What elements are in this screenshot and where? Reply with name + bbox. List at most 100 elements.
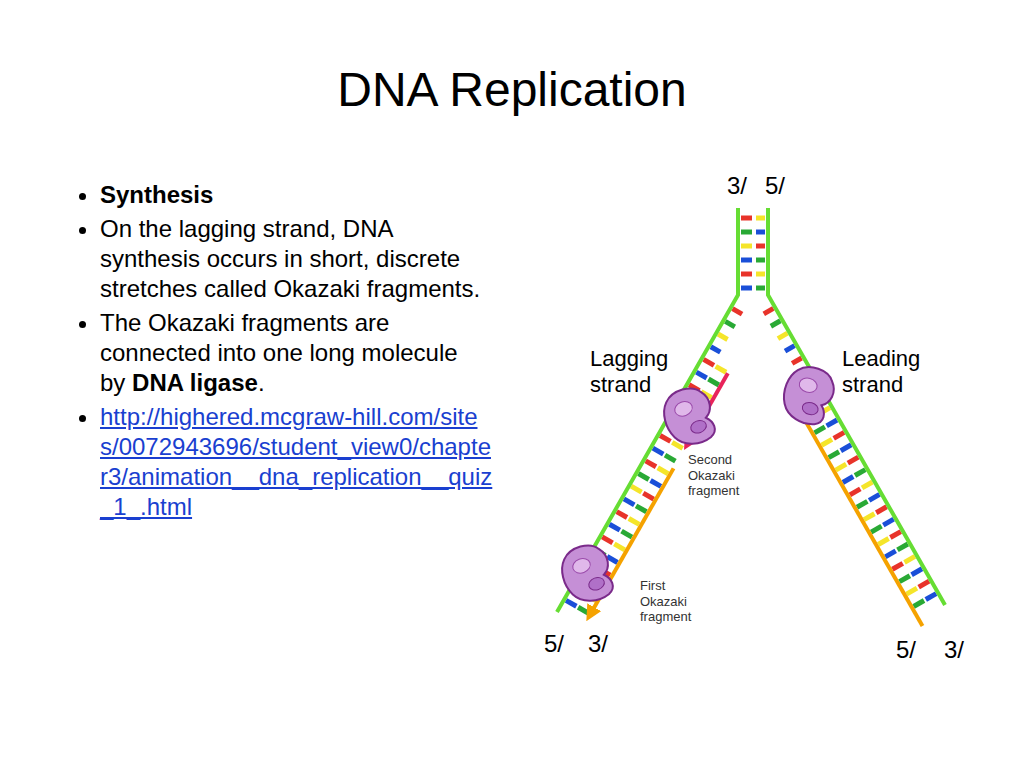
base [756,244,765,249]
label-box: 5/ [544,630,584,659]
base [672,442,682,448]
base [907,588,917,594]
label-box: Lagging strand [590,346,682,399]
base [914,601,924,607]
base [741,258,752,263]
base [843,477,853,483]
base [636,506,646,512]
base [651,480,661,486]
base [756,230,765,235]
base [609,524,619,530]
label-box: 3/ [944,636,984,665]
base [792,358,802,363]
base [919,581,929,587]
strand-end: 5/ [896,636,916,663]
polymerases [555,362,839,609]
base [741,244,752,249]
base [912,569,922,575]
base [869,494,879,500]
link-text: http://highered.mcgraw-hill.com/sites/00… [100,403,492,520]
base [629,518,639,524]
base [566,600,576,606]
base [836,464,846,470]
base [617,512,627,518]
bullet-item: http://highered.mcgraw-hill.com/sites/00… [100,402,494,522]
base [653,448,663,454]
base [834,432,844,438]
slide-title: DNA Replication [0,62,1024,117]
base [716,366,726,372]
strand-label: Lagging strand [590,346,668,397]
template-strand [768,208,945,605]
base [885,551,895,557]
base [711,347,721,352]
base [665,455,675,461]
bullet-text: Synthesis [100,181,213,208]
base [660,435,670,441]
base [718,334,728,339]
base [814,427,824,433]
base [822,439,832,445]
label-box: 3/ [727,172,767,201]
base [704,359,714,365]
strand-label: Leading strand [842,346,920,397]
base [638,474,648,480]
leading-new-strand [795,403,922,626]
base [771,321,781,326]
base [708,379,718,385]
base [658,468,668,474]
base [602,537,612,543]
base [578,607,588,613]
base [905,556,915,562]
base [892,563,902,569]
base [850,489,860,495]
base [756,272,765,277]
fragment-label: Second Okazaki fragment [688,452,739,498]
bullet-item: The Okazaki fragments are connected into… [100,308,494,398]
bullet-item: On the lagging strand, DNA synthesis occ… [100,214,494,304]
base [871,526,881,532]
base [732,309,742,314]
base [614,544,624,550]
base [785,346,795,351]
base [756,216,765,221]
bullet-text: On the lagging strand, DNA synthesis occ… [100,215,480,302]
dna-polymerase [555,539,619,608]
label-box: 5/ [765,172,805,201]
base [764,308,774,313]
label-box: 5/ [896,636,936,665]
fragment-label: First Okazaki fragment [640,578,691,624]
bullet-list: Synthesis On the lagging strand, DNA synt… [64,180,494,526]
base [756,286,765,291]
label-box: 3/ [588,630,628,659]
dna-polymerase [657,382,721,451]
base [631,486,641,492]
base [741,230,752,235]
strand-end: 3/ [944,636,964,663]
base [878,539,888,545]
strand-end: 3/ [727,172,747,199]
base [829,452,839,458]
base [857,501,867,507]
label-box: Second Okazaki fragment [688,452,754,499]
base [643,493,653,499]
base [848,457,858,463]
base [899,576,909,582]
base [696,372,706,378]
base [876,507,886,513]
label-box: Leading strand [842,346,942,399]
base [646,461,656,467]
base [624,499,634,505]
base [725,321,735,326]
base [897,544,907,550]
base [741,216,752,221]
base [926,594,936,600]
strand-end: 5/ [765,172,785,199]
bullet-item: Synthesis [100,180,494,210]
strand-end: 3/ [588,630,608,657]
label-box: First Okazaki fragment [640,578,706,625]
base [756,258,765,263]
base [841,445,851,451]
backbones [557,208,945,626]
